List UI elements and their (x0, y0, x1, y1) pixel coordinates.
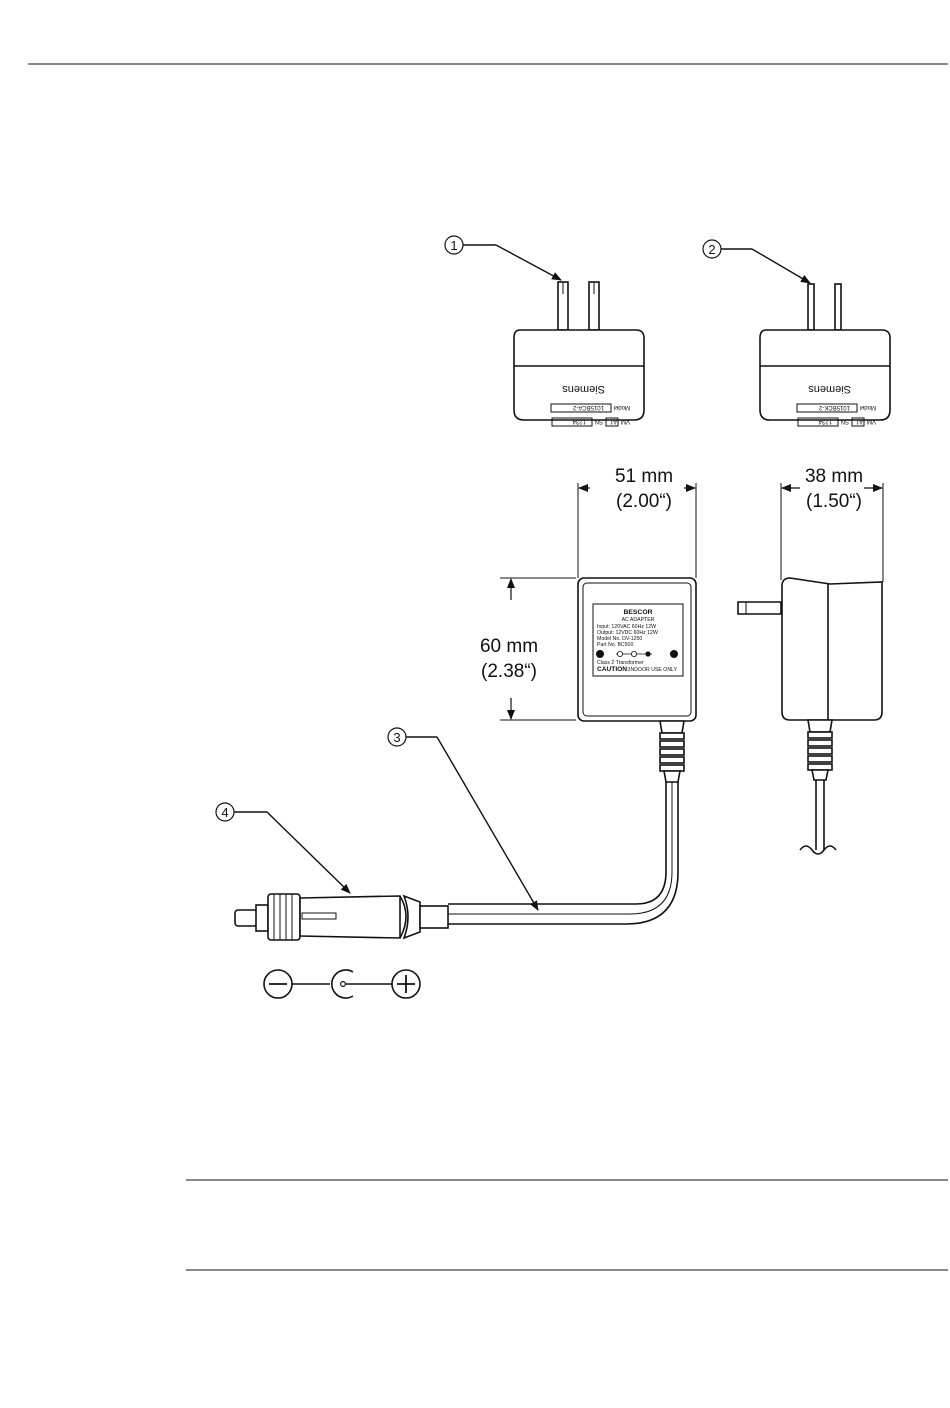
height-mm: 60 mm (480, 636, 538, 657)
label-part: Part No. BC500 (597, 642, 633, 648)
callout-4-number: 4 (221, 805, 228, 820)
label-caution-val: INDOOR USE ONLY (629, 667, 678, 673)
label-type: AC ADAPTER (622, 617, 655, 623)
callout-1-number: 1 (450, 238, 457, 253)
dimension-width: 51 mm (2.00“) (578, 466, 696, 578)
depth-in: (1.50“) (806, 491, 862, 512)
vm-key-2: VM (867, 418, 876, 424)
polarity-symbol (264, 970, 420, 998)
callout-1: 1 (445, 236, 561, 280)
dimension-height: 60 mm (2.38“) (480, 578, 576, 720)
callout-4: 4 (216, 803, 350, 893)
adapter-side (738, 578, 882, 854)
label-brand: BESCOR (623, 609, 652, 616)
callout-2: 2 (703, 240, 810, 283)
sn-val-1: 1234 (572, 418, 586, 424)
car-plug (235, 894, 448, 940)
label-caution-key: CAUTION: (597, 666, 629, 673)
cable (448, 782, 678, 924)
adapter-2: VM A1 SN 1234 Model 1015BCK-2 Siemens (760, 284, 890, 426)
height-in: (2.38“) (481, 661, 537, 682)
dimension-depth: 38 mm (1.50“) (781, 466, 883, 582)
ul-mark-icon (596, 650, 604, 658)
sn-key-1: SN (595, 418, 603, 424)
brand-1: Siemens (562, 383, 605, 395)
adapter-3-front: BESCOR AC ADAPTER Input: 120VAC 60Hz 12W… (578, 578, 696, 782)
vm-key-1: VM (621, 418, 630, 424)
sn-key-2: SN (841, 418, 849, 424)
callout-3-number: 3 (393, 730, 400, 745)
sn-val-2: 1234 (818, 418, 832, 424)
csa-mark-icon (670, 650, 678, 658)
depth-mm: 38 mm (805, 466, 863, 487)
vm-val-2: A1 (855, 418, 863, 424)
model-key-2: Model (860, 404, 876, 410)
width-in: (2.00“) (616, 491, 672, 512)
brand-2: Siemens (808, 383, 851, 395)
model-key-1: Model (614, 404, 630, 410)
adapter-1: VM A1 SN 1234 Model 1015BCA-2 Siemens (514, 282, 644, 426)
vm-val-1: A1 (609, 418, 617, 424)
model-val-1: 1015BCA-2 (572, 404, 604, 410)
model-val-2: 1015BCK-2 (818, 404, 850, 410)
callout-3: 3 (388, 728, 538, 910)
callout-2-number: 2 (708, 242, 715, 257)
width-mm: 51 mm (615, 466, 673, 487)
